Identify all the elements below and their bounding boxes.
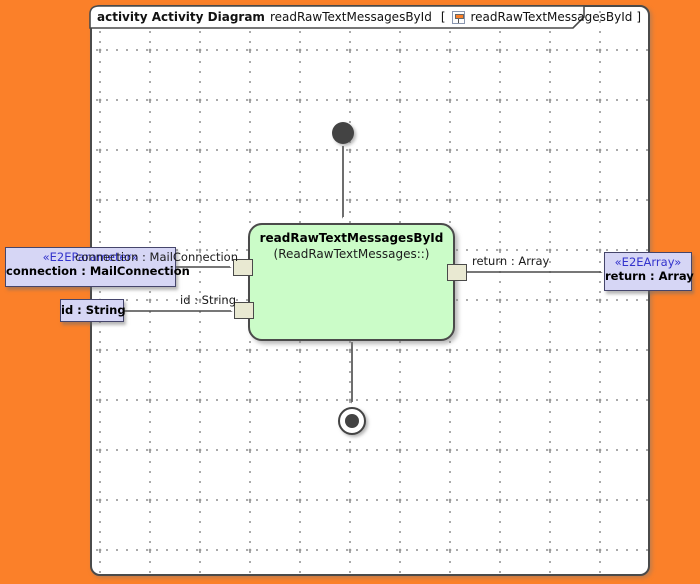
frame-keyword: activity Activity Diagram xyxy=(97,10,265,24)
frame-bracket-open: [ xyxy=(440,10,446,24)
edge-label-connection[interactable]: connection : MailConnection xyxy=(75,250,238,264)
object-node-return[interactable]: «E2EArray» return : Array xyxy=(604,252,694,291)
edge-label-return[interactable]: return : Array xyxy=(472,254,550,268)
initial-node[interactable] xyxy=(332,122,354,144)
frame-context-name: readRawTextMessagesById xyxy=(470,10,633,24)
action-subtitle: (ReadRawTextMessages::) xyxy=(273,247,430,261)
frame-diagram-name: readRawTextMessagesById xyxy=(269,10,432,24)
connection-stereotype: «E2EParameter» xyxy=(42,250,139,264)
final-node-inner-dot xyxy=(345,414,359,428)
input-pin-connection[interactable] xyxy=(233,259,253,276)
object-node-connection[interactable]: «E2EParameter» connection : MailConnecti… xyxy=(5,247,190,287)
frame-bracket-close: ] xyxy=(636,10,642,24)
input-pin-id[interactable] xyxy=(234,302,254,319)
edge-label-id[interactable]: id : String xyxy=(180,293,237,307)
frame-header[interactable]: activity Activity Diagram readRawTextMes… xyxy=(97,8,641,26)
object-node-id[interactable]: id : String xyxy=(60,299,126,322)
activity-final-node[interactable] xyxy=(338,407,366,435)
activity-diagram-icon xyxy=(451,10,465,24)
action-title: readRawTextMessagesById xyxy=(259,231,444,245)
action-node[interactable]: readRawTextMessagesById (ReadRawTextMess… xyxy=(248,223,455,341)
connection-name: connection : MailConnection xyxy=(6,264,190,278)
id-name: id : String xyxy=(61,303,126,317)
return-stereotype: «E2EArray» xyxy=(614,255,682,269)
output-pin-return[interactable] xyxy=(447,264,467,281)
return-name: return : Array xyxy=(605,269,694,283)
